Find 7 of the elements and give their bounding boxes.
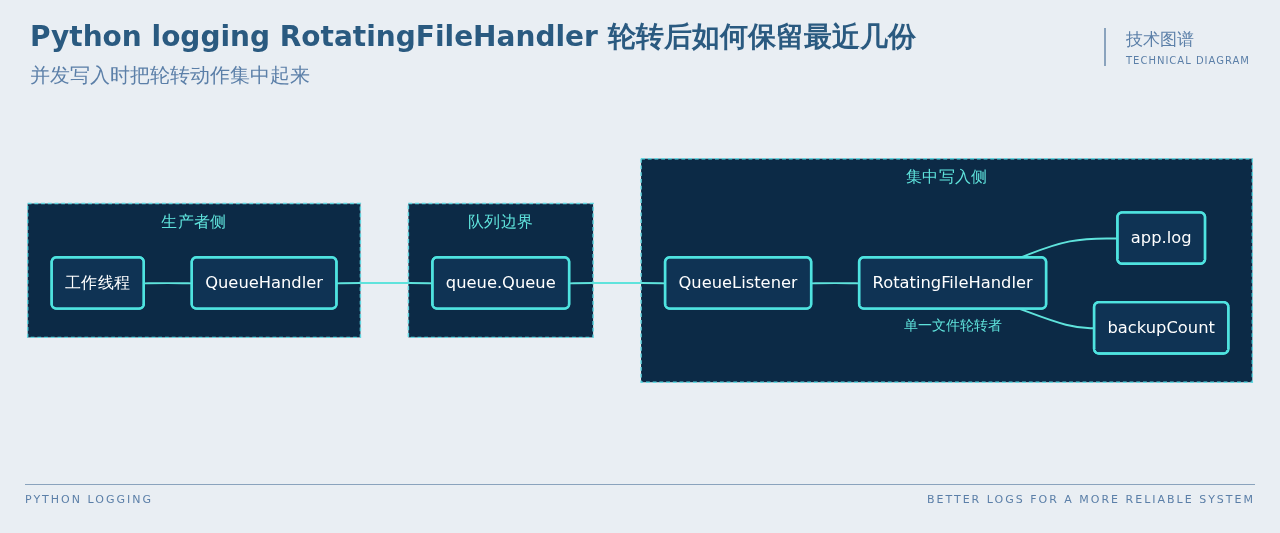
badge-subtext: TECHNICAL DIAGRAM: [1126, 55, 1250, 66]
badge-text: 技术图谱: [1126, 28, 1195, 51]
footer-tagline: BETTER LOGS FOR A MORE RELIABLE SYSTEM: [926, 493, 1255, 506]
subtitle: 并发写入时把轮转动作集中起来: [30, 62, 310, 89]
title: Python logging RotatingFileHandler 轮转后如何保留最近几份: [30, 19, 917, 55]
node-caption: 单一文件轮转者: [903, 316, 1002, 333]
footer-text: PYTHON LOGGING: [25, 493, 153, 506]
